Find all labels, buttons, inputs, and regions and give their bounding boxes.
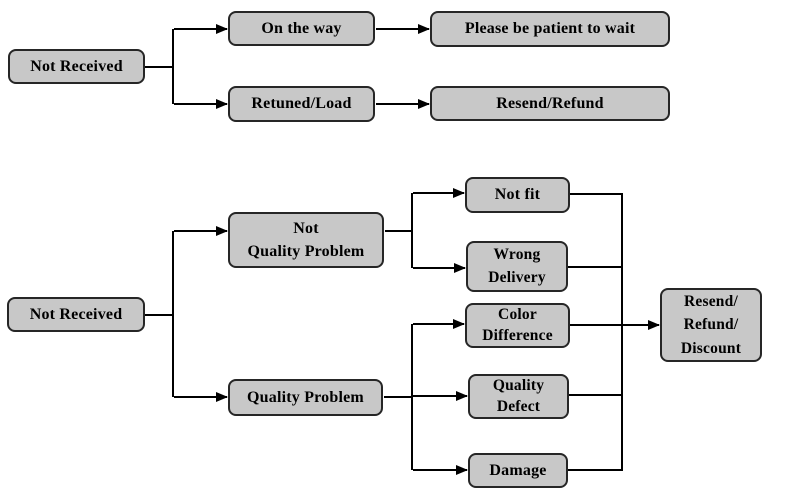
node-damage: Damage [468,453,568,488]
node-on-the-way: On the way [228,11,375,46]
node-retuned-load: Retuned/Load [228,86,375,122]
node-please-be-patient: Please be patient to wait [430,11,670,47]
node-resend-refund-discount: Resend/ Refund/ Discount [660,288,762,362]
node-color-difference: Color Difference [465,303,570,348]
node-quality-problem: Quality Problem [228,379,383,416]
node-wrong-delivery: Wrong Delivery [466,241,568,292]
node-not-received-top: Not Received [8,49,145,84]
node-not-received-bottom: Not Received [7,297,145,332]
node-not-fit: Not fit [465,177,570,213]
node-not-quality-problem: Not Quality Problem [228,212,384,268]
node-resend-refund: Resend/Refund [430,86,670,121]
node-quality-defect: Quality Defect [468,374,569,419]
